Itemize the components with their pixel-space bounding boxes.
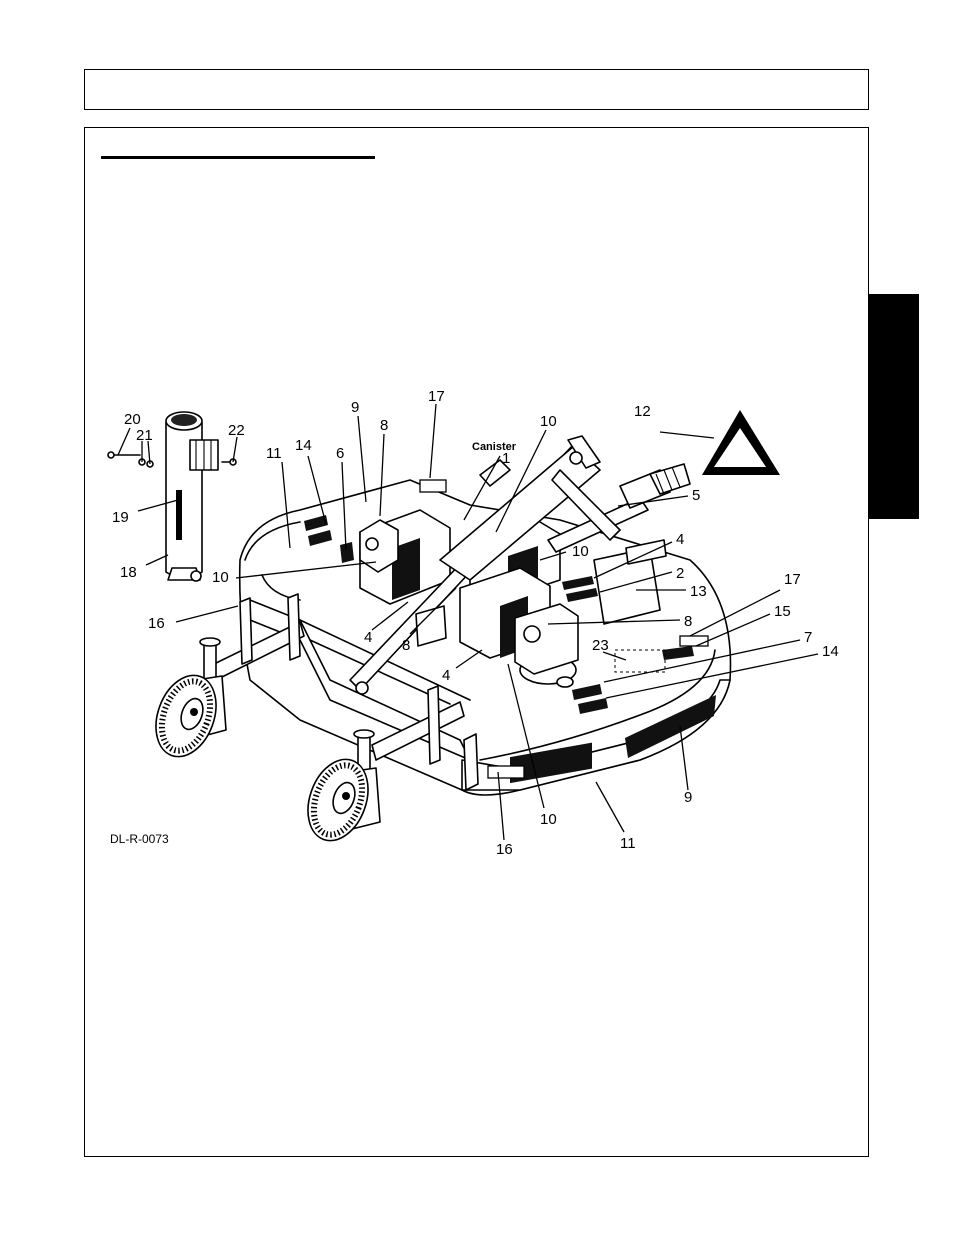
callout-10c: 10 (212, 569, 229, 586)
callout-22: 22 (228, 422, 245, 439)
callout-17b: 17 (784, 571, 801, 588)
callout-2: 2 (676, 565, 684, 582)
callout-19: 19 (112, 509, 129, 526)
callout-6: 6 (336, 445, 344, 462)
callout-9b: 9 (684, 789, 692, 806)
callout-8c: 8 (402, 637, 410, 654)
callout-13: 13 (690, 583, 707, 600)
callout-23: 23 (592, 637, 609, 654)
content-frame (84, 127, 869, 1157)
callout-17a: 17 (428, 388, 445, 405)
drawing-id: DL-R-0073 (110, 832, 169, 846)
callout-10b: 10 (572, 543, 589, 560)
callout-21: 21 (136, 427, 153, 444)
callout-12: 12 (634, 403, 651, 420)
callout-14b: 14 (822, 643, 839, 660)
callout-18: 18 (120, 564, 137, 581)
callout-16b: 16 (496, 841, 513, 858)
callout-11a: 11 (266, 445, 282, 462)
callout-10a: 10 (540, 413, 557, 430)
callout-14a: 14 (295, 437, 312, 454)
callout-4c: 4 (442, 667, 450, 684)
callout-numbers: 1 2 4 4 4 4 5 6 7 8 8 8 9 9 10 10 10 10 … (110, 388, 839, 858)
page-header-box (84, 69, 869, 110)
callout-20: 20 (124, 411, 141, 428)
gearbox-assembly (359, 463, 691, 675)
callout-15: 15 (774, 603, 791, 620)
jack-stand-detail (107, 411, 237, 582)
callout-16a: 16 (148, 615, 165, 632)
rear-frame (211, 593, 479, 791)
callout-leaders (117, 403, 819, 841)
callout-11b: 11 (620, 835, 636, 852)
callout-4a: 4 (676, 531, 684, 548)
callout-4b: 4 (364, 629, 372, 646)
callout-1: 1 (502, 450, 510, 467)
caster-wheel-left (155, 637, 227, 758)
callout-10d: 10 (540, 811, 557, 828)
section-heading-rule (101, 156, 375, 159)
caster-wheel-right (307, 729, 381, 842)
callout-7: 7 (804, 629, 812, 646)
section-side-tab (869, 294, 919, 519)
smv-emblem-icon (702, 410, 780, 475)
callout-8a: 8 (380, 417, 388, 434)
callout-9a: 9 (351, 399, 359, 416)
callout-5: 5 (692, 487, 700, 504)
canister-label: Canister (472, 441, 517, 453)
callout-8b: 8 (684, 613, 692, 630)
